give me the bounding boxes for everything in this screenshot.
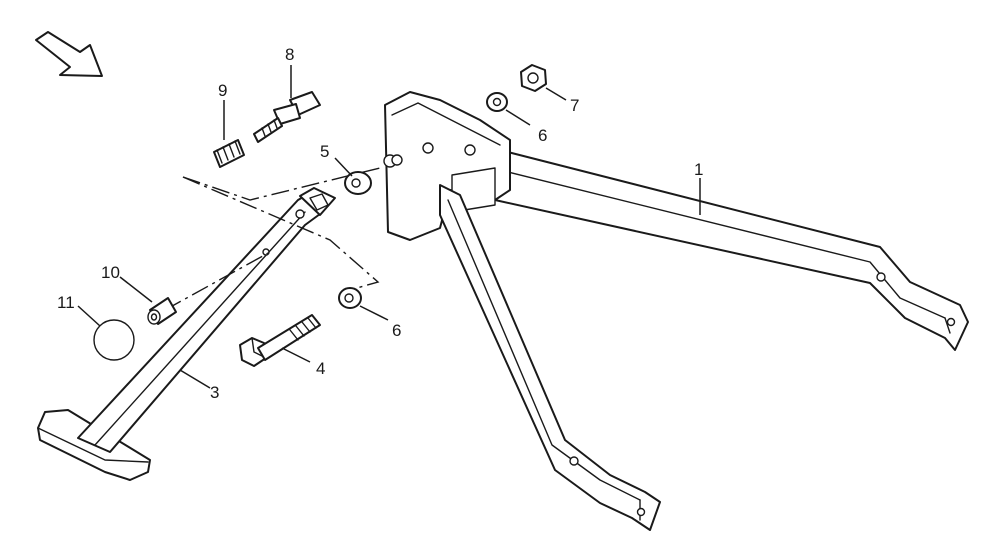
callout-11: 11 [57,293,75,312]
pin-part-8 [253,91,321,143]
callout-7: 7 [570,96,579,115]
knob-part-11 [93,319,135,361]
bolt-part-4 [239,314,321,367]
washer-part-6-upper [486,92,508,112]
callout-6-lower: 6 [392,321,401,340]
callout-9: 9 [218,81,227,100]
callout-6-upper: 6 [538,126,547,145]
main-bracket-part-1 [383,91,969,531]
callout-labels: 1 3 4 5 6 6 7 8 9 10 11 [57,45,703,402]
washer-part-6-lower [338,287,362,309]
spring-part-9 [213,139,245,168]
leader-lines [77,65,701,389]
nut-part-7 [520,64,547,92]
callout-3: 3 [210,383,219,402]
pedal-lever-part-3 [37,187,336,481]
washer-part-5 [344,171,372,195]
assembly-centerlines [164,167,381,311]
direction-arrow-icon [35,31,103,77]
callout-1: 1 [694,160,703,179]
callout-4: 4 [316,359,325,378]
callout-8: 8 [285,45,294,64]
callout-5: 5 [320,142,329,161]
callout-10: 10 [101,263,120,282]
bushing-part-10 [147,297,177,325]
